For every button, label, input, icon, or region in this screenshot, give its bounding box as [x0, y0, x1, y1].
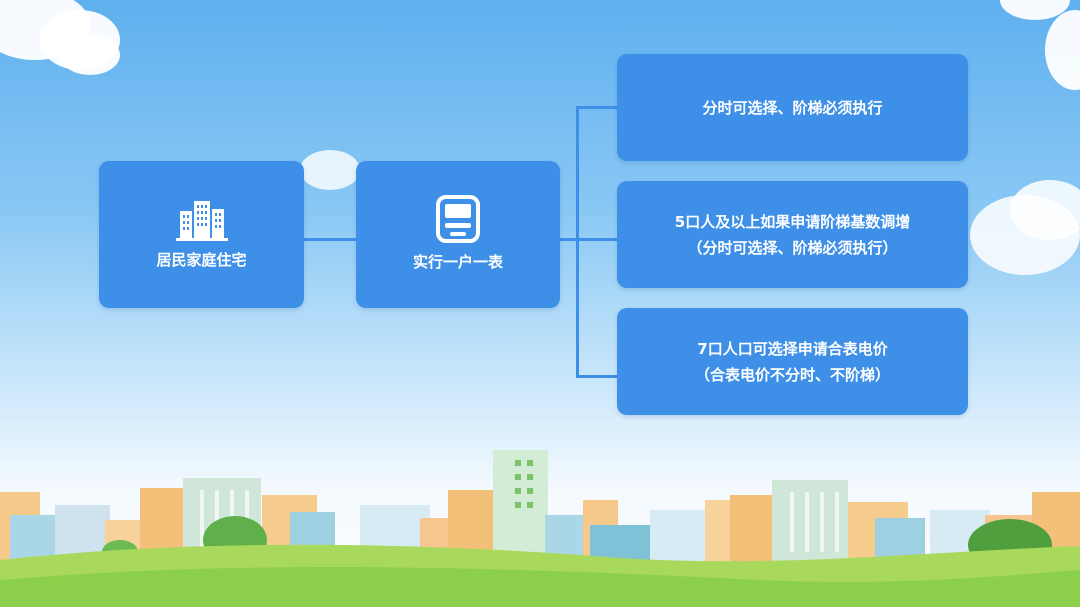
- connector-branch-2: [576, 238, 618, 241]
- option-box-2-line2: （分时可选择、阶梯必须执行）: [687, 238, 898, 257]
- option-box-2: 5口人及以上如果申请阶梯基数调增 （分时可选择、阶梯必须执行）: [617, 181, 968, 288]
- option-box-1: 分时可选择、阶梯必须执行: [617, 54, 968, 161]
- option-box-2-line1: 5口人及以上如果申请阶梯基数调增: [674, 212, 911, 231]
- connector-vertical-trunk: [576, 106, 579, 378]
- meter-icon: [436, 194, 480, 243]
- connector-left-middle: [303, 238, 357, 241]
- option-box-3: 7口人口可选择申请合表电价 （合表电价不分时、不阶梯）: [617, 308, 968, 415]
- building-icon: [175, 200, 228, 241]
- option-box-3-line1: 7口人口可选择申请合表电价: [697, 339, 888, 358]
- option-box-3-line2: （合表电价不分时、不阶梯）: [694, 365, 890, 384]
- connector-branch-3: [576, 375, 618, 378]
- connector-middle-branch: [559, 238, 578, 241]
- one-meter-per-household-box: 实行一户一表: [356, 161, 560, 308]
- residential-home-box: 居民家庭住宅: [99, 161, 304, 308]
- connector-branch-1: [576, 106, 618, 109]
- residential-home-label: 居民家庭住宅: [156, 250, 247, 269]
- city-skyline-illustration: [0, 450, 1080, 607]
- option-box-1-line1: 分时可选择、阶梯必须执行: [702, 98, 883, 117]
- one-meter-per-household-label: 实行一户一表: [412, 252, 503, 271]
